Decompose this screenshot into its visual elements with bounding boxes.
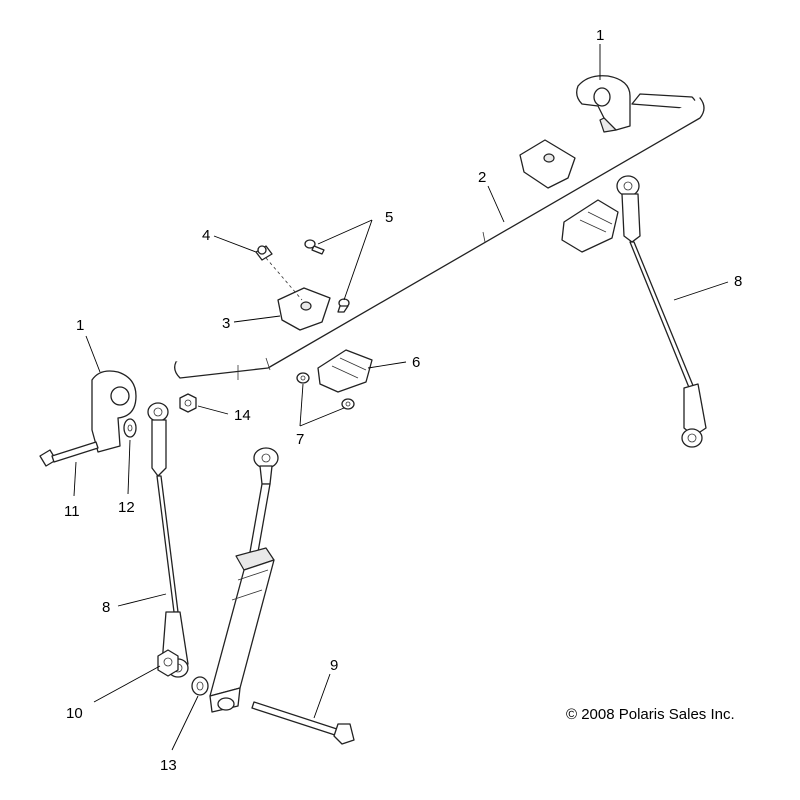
screw-4 <box>255 245 273 261</box>
callout-3: 3 <box>222 315 230 332</box>
clamp-bracket <box>277 287 331 331</box>
nut-14 <box>179 393 197 413</box>
callout-5: 5 <box>385 209 393 226</box>
shock-absorber <box>209 447 279 713</box>
callout-1-upper: 1 <box>596 27 604 44</box>
bushing-right <box>561 199 619 253</box>
callout-11: 11 <box>64 503 80 520</box>
callout-8-left: 8 <box>102 599 110 616</box>
callout-8-right: 8 <box>734 273 742 290</box>
bolt-9 <box>251 701 355 745</box>
callout-14: 14 <box>234 407 251 424</box>
callout-6: 6 <box>412 354 420 371</box>
callout-9: 9 <box>330 657 338 674</box>
callout-12: 12 <box>118 499 135 516</box>
copyright-notice: © 2008 Polaris Sales Inc. <box>566 706 735 723</box>
washer-7a <box>296 372 310 384</box>
link-rod-right <box>616 175 707 448</box>
callout-10: 10 <box>66 705 83 722</box>
bushing-clamp-left <box>91 370 137 453</box>
bushing-upper <box>519 139 576 189</box>
leader-lines <box>73 44 729 751</box>
callout-1-left: 1 <box>76 317 84 334</box>
washer-7b <box>341 398 355 410</box>
washer-12 <box>123 418 137 438</box>
bushing-lower <box>317 349 373 393</box>
washer-13 <box>191 676 209 696</box>
bolt-11 <box>39 441 99 467</box>
screw-5a <box>304 239 325 255</box>
callout-7: 7 <box>296 431 304 448</box>
callout-4: 4 <box>202 227 210 244</box>
nut-10 <box>157 649 179 677</box>
callout-13: 13 <box>160 757 177 774</box>
callout-2: 2 <box>478 169 486 186</box>
bushing-clamp-upper <box>576 75 631 133</box>
link-rod-left <box>147 402 189 678</box>
